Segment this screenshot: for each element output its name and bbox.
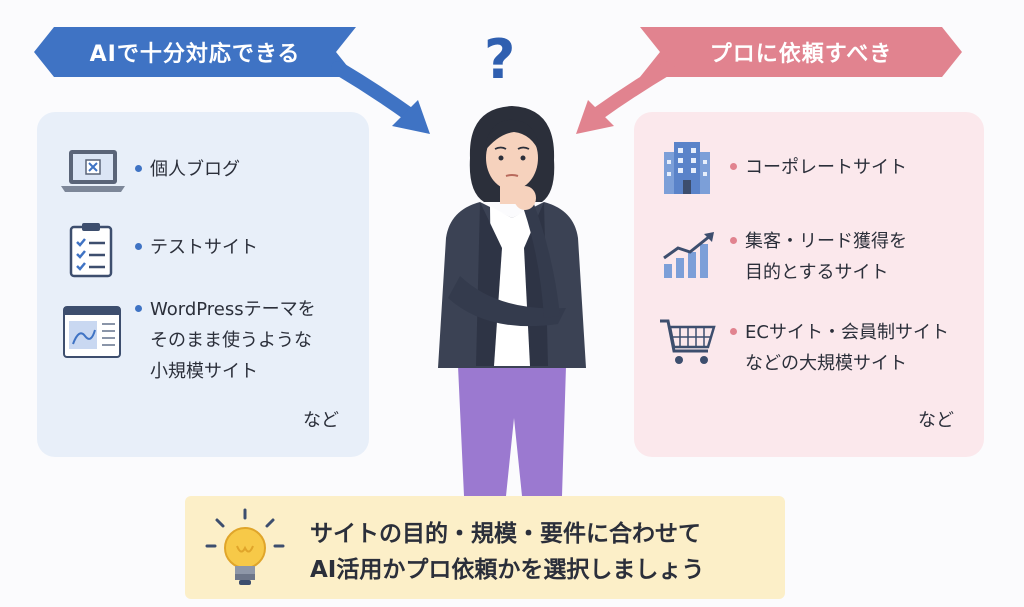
right-item-2-line-1: 集客・リード獲得を (745, 231, 907, 252)
list-item: 集客・リード獲得を 目的とするサイト (662, 224, 907, 288)
left-item-3-line-1: WordPressテーマを (150, 299, 316, 320)
list-item: テストサイト (61, 222, 258, 278)
left-item-3-line-2: そのまま使うような (150, 330, 312, 351)
checklist-icon (69, 223, 113, 278)
list-item: 個人ブログ (61, 148, 240, 192)
left-item-2-line-1: テストサイト (150, 237, 258, 258)
bottom-note-line-2: AI活用かプロ依頼かを選択しましょう (310, 557, 705, 583)
growth-chart-icon (663, 232, 714, 278)
left-arrow-icon (331, 61, 430, 134)
question-mark: ? (484, 28, 516, 91)
bottom-note: サイトの目的・規模・要件に合わせて AI活用かプロ依頼かを選択しましょう (185, 496, 785, 599)
right-etc: など (918, 410, 954, 431)
shopping-cart-icon (660, 319, 716, 364)
list-item: ECサイト・会員制サイト などの大規模サイト (658, 317, 949, 379)
right-item-3-line-1: ECサイト・会員制サイト (745, 322, 949, 343)
lightbulb-icon (205, 508, 285, 585)
left-panel: 個人ブログ テストサイト WordPressテーマを そのまま使うような 小規模… (37, 112, 369, 457)
office-building-icon (664, 142, 710, 194)
right-item-2-line-2: 目的とするサイト (745, 262, 889, 283)
left-banner-label: AIで十分対応できる (89, 42, 301, 67)
right-arrow-icon (576, 61, 675, 134)
left-banner: AIで十分対応できる (34, 27, 356, 77)
right-item-3-line-2: などの大規模サイト (745, 353, 907, 374)
right-panel: コーポレートサイト 集客・リード獲得を 目的とするサイト ECサイト・会員制サイ… (634, 112, 984, 457)
left-etc: など (303, 410, 339, 431)
list-item: WordPressテーマを そのまま使うような 小規模サイト (61, 294, 316, 387)
right-banner: プロに依頼すべき (640, 27, 962, 77)
right-item-1-line-1: コーポレートサイト (745, 157, 907, 178)
laptop-icon (61, 150, 125, 192)
thinking-woman-illustration (438, 106, 586, 496)
bottom-note-line-1: サイトの目的・規模・要件に合わせて (310, 521, 701, 547)
list-item: コーポレートサイト (662, 140, 907, 194)
webpage-icon (63, 306, 121, 358)
left-item-1-line-1: 個人ブログ (150, 159, 240, 180)
left-item-3-line-3: 小規模サイト (150, 361, 258, 382)
right-banner-label: プロに依頼すべき (709, 42, 893, 67)
